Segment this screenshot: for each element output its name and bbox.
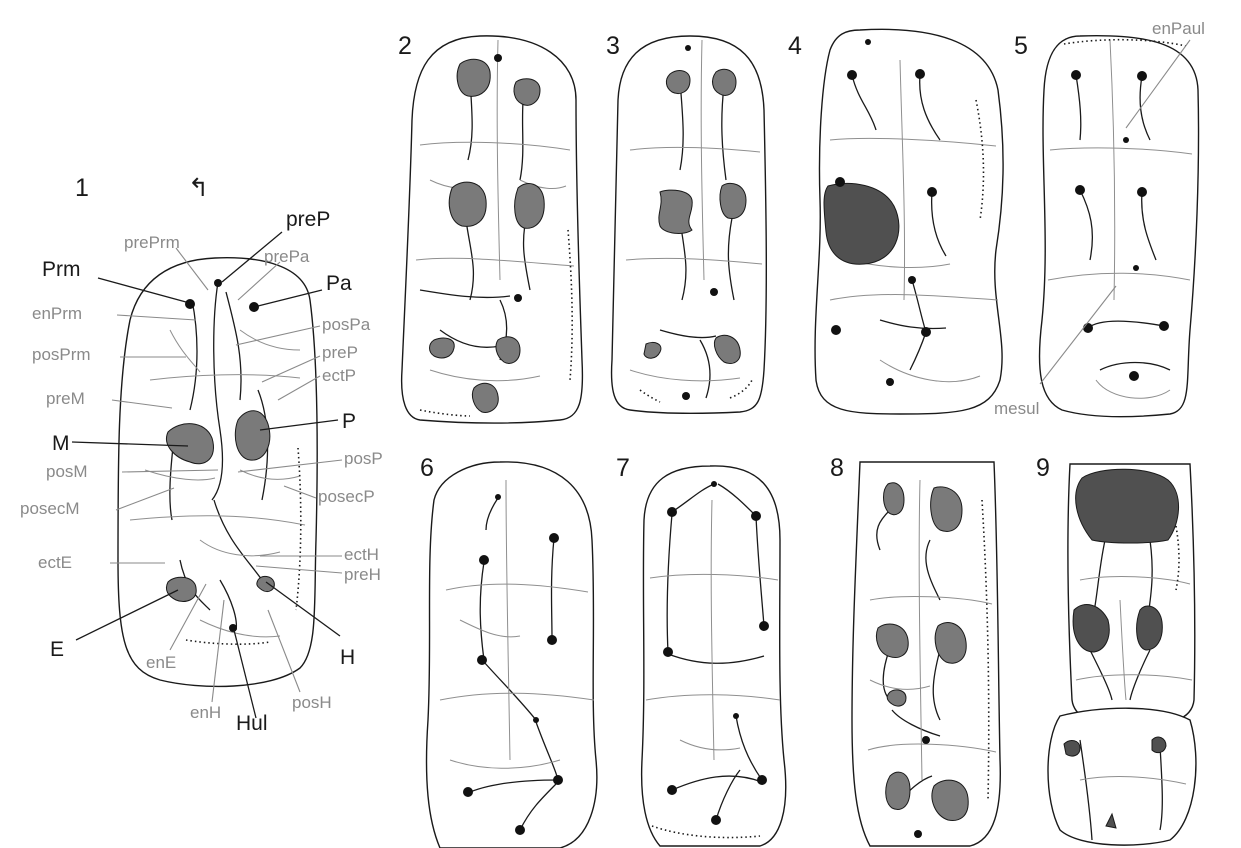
tooth-outline-1 — [118, 258, 317, 687]
tooth-outline-8 — [852, 462, 1000, 846]
panel-8: 8 — [830, 454, 1000, 846]
wear-facet-9-top — [1076, 469, 1179, 543]
panel-9: 9 — [1036, 454, 1196, 845]
label-preprm: prePrm — [124, 233, 180, 252]
panel-number-1: 1 — [75, 174, 89, 202]
label-m: M — [52, 432, 70, 455]
panel-number-9: 9 — [1036, 454, 1050, 482]
label-prepa: prePa — [264, 247, 310, 266]
label-enprm: enPrm — [32, 304, 82, 323]
panel-number-4: 4 — [788, 32, 802, 60]
label-posh: posH — [292, 693, 332, 712]
label-posm: posM — [46, 462, 88, 481]
panel-3: 3 — [606, 32, 766, 413]
label-ecte: ectE — [38, 553, 72, 572]
label-h: H — [340, 646, 355, 669]
tooth-outline-5 — [1039, 36, 1198, 417]
panel-4: 4 — [788, 29, 1003, 414]
label-posecp: posecP — [318, 487, 375, 506]
panel-number-6: 6 — [420, 454, 434, 482]
panel-7: 7 — [616, 454, 786, 846]
panel-number-3: 3 — [606, 32, 620, 60]
panel-1: 1 ↰ — [20, 174, 383, 735]
label-posecm: posecM — [20, 499, 80, 518]
panel-5: 5 enPaul mesul — [994, 19, 1205, 418]
panel-number-2: 2 — [398, 32, 412, 60]
panel-number-7: 7 — [616, 454, 630, 482]
label-e: E — [50, 638, 64, 661]
label-mesul: mesul — [994, 399, 1039, 418]
panel-number-8: 8 — [830, 454, 844, 482]
panel-2: 2 — [398, 32, 582, 423]
label-enpaul: enPaul — [1152, 19, 1205, 38]
label-preh: preH — [344, 565, 381, 584]
panel-number-5: 5 — [1014, 32, 1028, 60]
label-posprm: posPrm — [32, 345, 91, 364]
label-enh: enH — [190, 703, 221, 722]
label-prem: preM — [46, 389, 85, 408]
label-prep-crest: preP — [322, 343, 358, 362]
label-prep-cusp: preP — [286, 208, 330, 231]
wear-facet-p — [235, 411, 269, 460]
label-posp: posP — [344, 449, 383, 468]
label-ene: enE — [146, 653, 176, 672]
label-pa: Pa — [326, 272, 352, 295]
label-p: P — [342, 410, 356, 433]
label-hul: Hul — [236, 712, 268, 735]
label-ectp: ectP — [322, 366, 356, 385]
tooth-outline-2 — [402, 36, 583, 423]
label-prm: Prm — [42, 258, 81, 281]
orientation-arrow-icon: ↰ — [188, 174, 209, 202]
tooth-outline-6 — [427, 462, 597, 848]
tooth-outline-7 — [642, 466, 786, 846]
label-ecth: ectH — [344, 545, 379, 564]
label-pospa: posPa — [322, 315, 371, 334]
panel-6: 6 — [420, 454, 597, 848]
